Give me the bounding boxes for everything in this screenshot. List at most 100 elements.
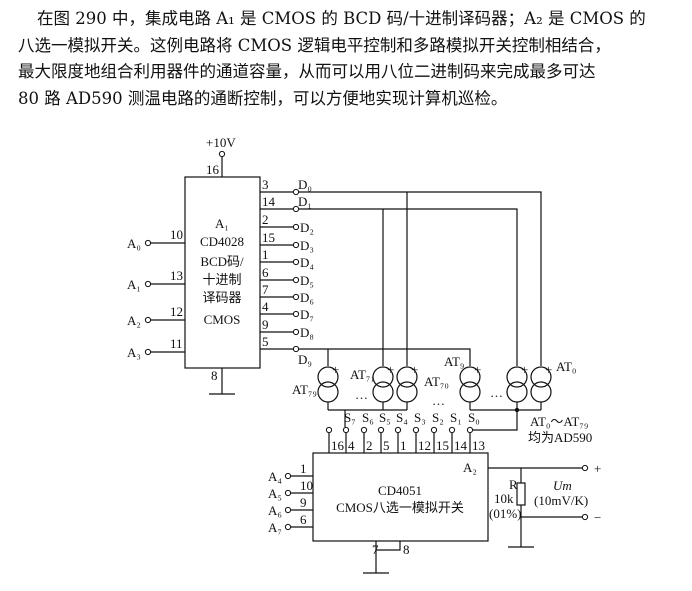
a2-pin-number: 1	[400, 438, 407, 453]
a1-pin-number: 6	[262, 265, 269, 280]
terminal	[218, 150, 226, 158]
output-label: D₉	[298, 352, 312, 367]
switch-label: S₄	[396, 410, 408, 425]
terminal	[144, 348, 152, 356]
paragraph-line: 最大限度地组合利用器件的通道容量，从而可以用八位二进制码来完成最多可达	[18, 62, 596, 81]
sensor-plus: +	[521, 362, 528, 377]
a2-pin-number: 10	[300, 478, 313, 493]
sensor-plus: +	[545, 362, 552, 377]
a1-pin-number: 13	[170, 268, 183, 283]
ellipsis: …	[355, 387, 368, 402]
current-source-icon	[530, 381, 552, 403]
output-label: D₇	[300, 307, 314, 322]
a2-pin-number: 12	[418, 438, 431, 453]
a1-pin-8: 8	[211, 368, 218, 383]
terminal	[292, 345, 300, 353]
terminal	[144, 280, 152, 288]
output-label: D₀	[298, 177, 312, 192]
a2-input-label: A₇	[268, 520, 282, 535]
a2-pin-8: 8	[403, 542, 410, 557]
terminal	[430, 426, 438, 434]
terminal	[292, 188, 300, 196]
terminal	[448, 426, 456, 434]
a1-pin-number: 2	[262, 212, 269, 227]
switch-label: S₃	[414, 410, 426, 425]
a1-input-label: A₀	[127, 236, 141, 251]
sensor-plus: +	[411, 362, 418, 377]
ellipsis: …	[432, 393, 445, 408]
a2-name: A₂	[463, 460, 477, 475]
resistor-label: R	[509, 477, 518, 492]
switch-label: S₅	[379, 410, 391, 425]
current-source-icon	[459, 381, 481, 403]
output-plus: +	[594, 461, 601, 476]
a1-pin-number: 5	[262, 334, 269, 349]
a2-input-label: A₅	[268, 486, 282, 501]
terminal	[144, 316, 152, 324]
current-source-icon	[506, 381, 528, 403]
terminal	[412, 426, 420, 434]
labels: +10V 16 8 A₁ CD4028 BCD码/ 十进制 译码器 CMOS A…	[127, 135, 601, 557]
sensor-plus: +	[387, 362, 394, 377]
terminal	[292, 258, 300, 266]
output-label: D₆	[300, 290, 314, 305]
output-label: D₈	[300, 325, 314, 340]
a1-desc: 译码器	[202, 290, 241, 305]
current-source-icon	[372, 366, 394, 388]
a2-input-label: A₆	[268, 503, 282, 518]
terminal	[284, 472, 292, 480]
a2-pin-number: 5	[383, 438, 390, 453]
a2-pin-number: 4	[348, 438, 355, 453]
paragraph-line: 在图 290 中，集成电路 A₁ 是 CMOS 的 BCD 码/十进制译码器；A…	[37, 9, 646, 28]
a1-tech: CMOS	[204, 312, 241, 327]
paragraph-line: 八选一模拟开关。这例电路将 CMOS 逻辑电平控制和多路模拟开关控制相结合，	[18, 35, 611, 55]
a1-part: CD4028	[200, 234, 244, 249]
a2-pin-number: 9	[300, 495, 307, 510]
resistor-tolerance: (01%)	[489, 506, 522, 521]
a1-pin-number: 4	[262, 299, 269, 314]
wire-d1	[299, 208, 518, 366]
sensor-label-at0: AT₀	[556, 359, 576, 374]
a2-pin-number: 2	[366, 438, 373, 453]
a1-pin-number: 12	[170, 304, 183, 319]
terminal	[360, 426, 368, 434]
terminal	[466, 426, 474, 434]
a1-input-label: A₂	[127, 313, 141, 328]
a1-input-label: A₁	[127, 277, 141, 292]
switch-label: S₆	[362, 410, 374, 425]
current-source-icon	[396, 381, 418, 403]
output-label: D₂	[300, 220, 314, 235]
a1-input-label: A₃	[127, 345, 141, 360]
supply-label: +10V	[206, 135, 236, 150]
wire-d9	[299, 348, 471, 366]
a2-pin-7: 7	[372, 542, 379, 557]
switch-label: S₁	[450, 410, 462, 425]
sensor-plus: +	[474, 362, 481, 377]
description-paragraph: 在图 290 中，集成电路 A₁ 是 CMOS 的 BCD 码/十进制译码器；A…	[18, 6, 688, 112]
output-label: D₅	[300, 273, 314, 288]
switch-label: S₀	[468, 410, 480, 425]
a1-pin-number: 14	[262, 194, 276, 209]
output-voltage-label: Uт	[553, 478, 572, 493]
a1-pin-number: 9	[262, 317, 269, 332]
current-source-icon	[396, 366, 418, 388]
current-source-icon	[530, 366, 552, 388]
a2-input-label: A₄	[268, 469, 282, 484]
sensor-plus: +	[332, 362, 339, 377]
resistor-value: 10k	[494, 491, 514, 506]
terminal	[342, 426, 350, 434]
a2-pin-number: 13	[472, 438, 485, 453]
a1-pin-number: 7	[262, 282, 269, 297]
a2-desc: CMOS八选一模拟开关	[336, 500, 464, 515]
ellipsis: …	[490, 385, 503, 400]
terminal	[581, 513, 589, 521]
current-source-icon	[506, 366, 528, 388]
terminal	[144, 239, 152, 247]
current-source-icon	[372, 381, 394, 403]
a1-pin-number: 11	[170, 336, 183, 351]
terminal	[292, 241, 300, 249]
terminal	[292, 223, 300, 231]
output-minus: −	[594, 510, 601, 525]
wires	[144, 150, 589, 574]
